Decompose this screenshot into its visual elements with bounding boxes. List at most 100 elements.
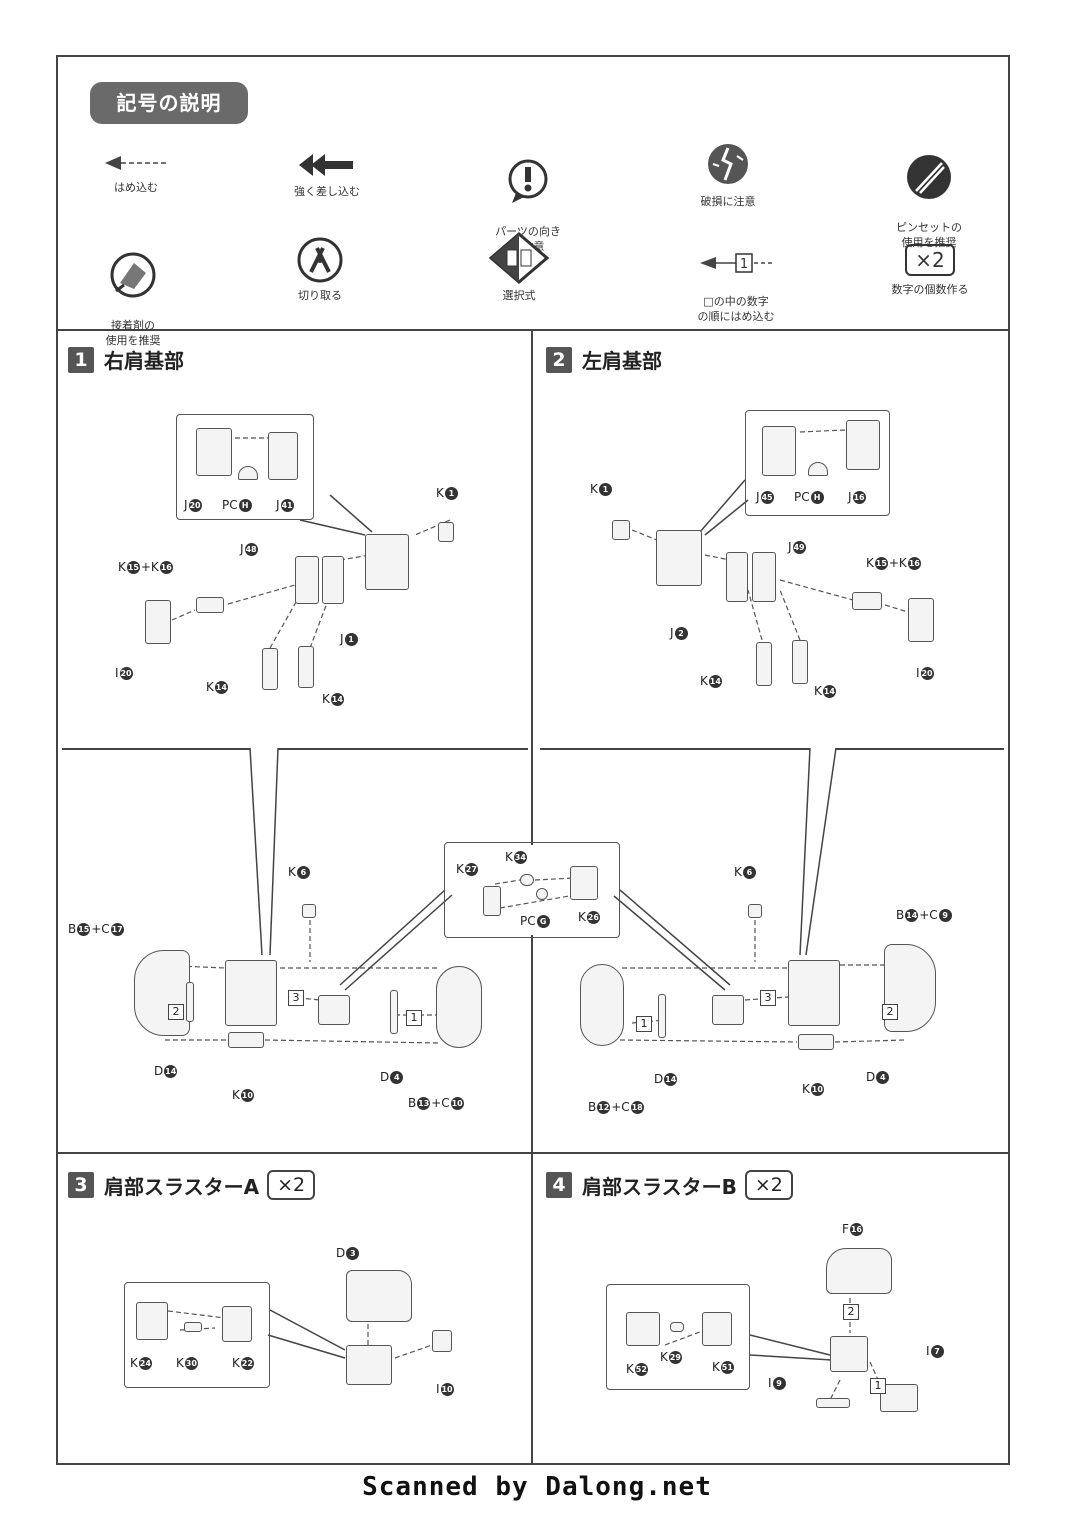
s2-part-d14 xyxy=(658,994,666,1038)
step-marker-1: 1 xyxy=(636,1016,652,1032)
s2-part-j45 xyxy=(762,426,796,476)
s1-part-k14b xyxy=(298,646,314,688)
s1-detail-inset xyxy=(176,414,314,520)
legend-fit: はめ込む xyxy=(96,150,176,195)
s2-part-k10 xyxy=(798,1034,834,1050)
s1-part-j20 xyxy=(196,428,232,476)
center-part-k26 xyxy=(570,866,598,900)
step-marker-1: 1 xyxy=(406,1010,422,1026)
center-detail-inset xyxy=(444,842,620,938)
s3-part-k24 xyxy=(136,1302,168,1340)
s2-part-main-block xyxy=(656,530,702,586)
s2-detail-inset xyxy=(745,410,890,516)
s2-part-j16 xyxy=(846,420,880,470)
center-part-k34 xyxy=(520,874,534,886)
s1-part-d4 xyxy=(390,990,398,1034)
section-4-title: 4 肩部スラスターB ×2 xyxy=(546,1170,793,1200)
s2-part-thruster-joint xyxy=(712,995,744,1025)
s1-part-k14a xyxy=(262,648,278,690)
s1-part-pch xyxy=(238,466,258,480)
s3-part-d3 xyxy=(346,1270,412,1322)
s3-detail-inset xyxy=(124,1282,270,1388)
break-warning-icon xyxy=(708,144,748,184)
scan-credit: Scanned by Dalong.net xyxy=(362,1472,712,1502)
s1-part-main-block xyxy=(365,534,409,590)
double-arrow-icon xyxy=(299,154,353,176)
legend-choice: 選択式 xyxy=(484,232,554,303)
s1-part-k6 xyxy=(302,904,316,918)
legend-cut: 切り取る xyxy=(280,236,360,303)
section-number: 3 xyxy=(68,1172,94,1198)
sub-divider-right xyxy=(540,748,810,750)
sub-divider-right-2 xyxy=(836,748,1004,750)
s2-part-i20 xyxy=(908,598,934,642)
s1-part-k15k16 xyxy=(196,597,224,613)
s1-part-thruster-joint xyxy=(318,995,350,1025)
s4-part-k29 xyxy=(670,1322,684,1332)
s4-detail-inset xyxy=(606,1284,750,1390)
multiply-badge: ×2 xyxy=(267,1170,316,1200)
s1-part-shell-right xyxy=(436,966,482,1048)
s2-part-core xyxy=(788,960,840,1026)
step-marker-2: 2 xyxy=(168,1004,184,1020)
page-frame xyxy=(56,55,1010,1465)
section-number: 1 xyxy=(68,346,94,373)
s2-part-pch xyxy=(808,462,828,476)
multiply-icon: ×2 xyxy=(905,244,955,276)
section-3-title: 3 肩部スラスターA ×2 xyxy=(68,1170,316,1200)
s4-part-k52 xyxy=(626,1312,660,1346)
s1-part-d14 xyxy=(186,982,194,1022)
legend-press: 強く差し込む xyxy=(284,150,370,199)
s1-part-k1 xyxy=(438,522,454,542)
s3-part-k22 xyxy=(222,1306,252,1342)
s1-part-shell-left xyxy=(134,950,190,1036)
step-divider xyxy=(56,1152,1010,1154)
s4-part-f16 xyxy=(826,1248,892,1294)
sub-divider-left-2 xyxy=(278,748,528,750)
center-part-k27 xyxy=(483,886,501,916)
section-1-title: 1 右肩基部 xyxy=(68,345,184,374)
svg-text:1: 1 xyxy=(740,257,748,272)
s3-part-assembly xyxy=(346,1345,392,1385)
glue-icon xyxy=(110,252,156,298)
s3-part-i10 xyxy=(432,1330,452,1352)
legend-divider xyxy=(56,329,1010,331)
s2-part-k14a xyxy=(756,642,772,686)
step-marker-3: 3 xyxy=(288,990,304,1006)
s1-part-j48 xyxy=(295,556,319,604)
s2-part-j49 xyxy=(752,552,776,602)
s4-part-i9 xyxy=(816,1398,850,1408)
